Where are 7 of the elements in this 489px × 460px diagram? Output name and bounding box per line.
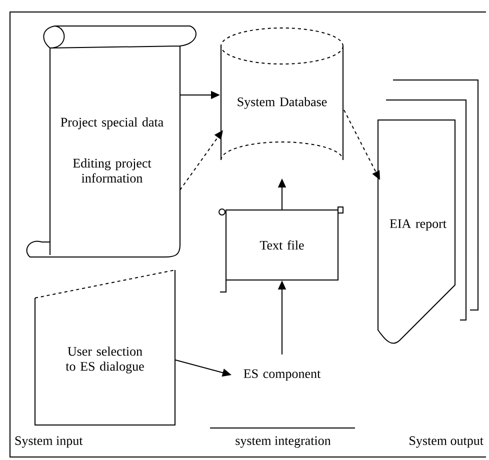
section-label: System input bbox=[15, 436, 83, 448]
section-label: System output bbox=[410, 436, 484, 448]
document-stack: EIA report bbox=[378, 80, 478, 344]
section-label: system integration bbox=[236, 436, 331, 448]
component-label: ES component bbox=[244, 369, 321, 381]
node-label: System Database bbox=[238, 97, 327, 109]
database-cylinder: System Database bbox=[220, 28, 344, 160]
